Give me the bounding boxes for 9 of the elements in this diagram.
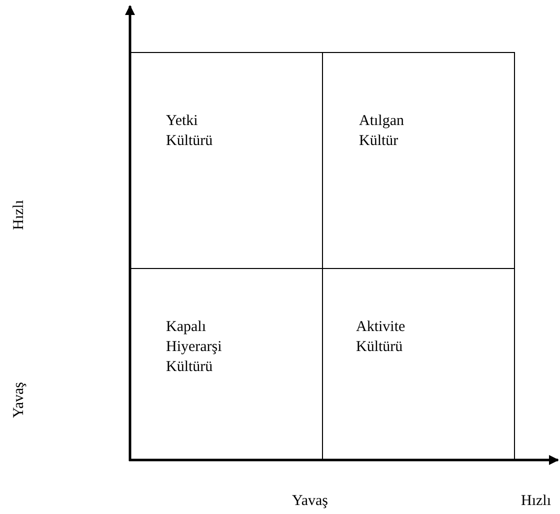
quadrant-label: Atılgan Kültür <box>359 112 404 151</box>
quadrant-box <box>322 52 515 269</box>
quadrant-label: Kapalı Hiyerarşi Kültürü <box>166 318 222 377</box>
quadrant-label: Yetki Kültürü <box>166 112 213 151</box>
axis-label: Hızlı <box>521 492 551 510</box>
quadrant-label: Aktivite Kültürü <box>356 318 406 357</box>
axis-label: Yavaş <box>292 492 328 510</box>
axis-label: Yavaş <box>10 382 28 418</box>
axis-label: Hızlı <box>10 200 28 230</box>
